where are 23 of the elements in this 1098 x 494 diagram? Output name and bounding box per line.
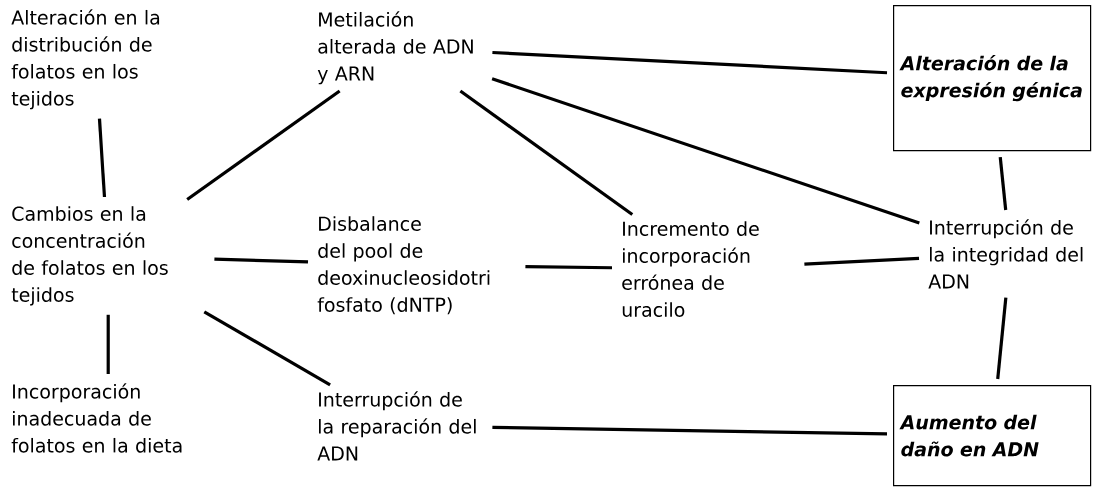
connector-line	[106, 314, 110, 374]
connector-line	[203, 310, 331, 387]
connector-line	[459, 89, 634, 216]
node-text: Metilación alterada de ADN y ARN	[317, 11, 473, 85]
node-text: Disbalance del pool de deoxinucleosidotri fosfato (dNTP)	[317, 216, 490, 315]
node-text: Interrupción de la reparación del ADN	[317, 391, 476, 461]
connector-line	[492, 50, 888, 75]
node-text: Cambios en la concentración de folatos en los tejidos	[11, 206, 168, 306]
outcome-box: Alteración de la expresión génica	[893, 5, 1092, 152]
connector-line	[996, 297, 1008, 380]
node-text: Alteración en la distribución de folatos en los tejidos	[11, 9, 160, 110]
connector-line	[214, 257, 309, 264]
node-text: Incremento de incorporación errónea de uracilo	[622, 221, 759, 317]
connector-line	[97, 118, 107, 198]
outcome-box: Aumento del daño en ADN	[893, 385, 1092, 487]
connector-line	[186, 89, 341, 201]
node-text: Incorporación inadecuada de folatos en la dieta	[11, 383, 182, 453]
connector-line	[491, 77, 920, 225]
connector-line	[998, 157, 1008, 211]
connector-line	[804, 256, 920, 266]
connector-line	[525, 265, 613, 270]
connector-line	[492, 425, 888, 436]
node-text: Interrupción de la integridad del ADN	[928, 219, 1083, 289]
